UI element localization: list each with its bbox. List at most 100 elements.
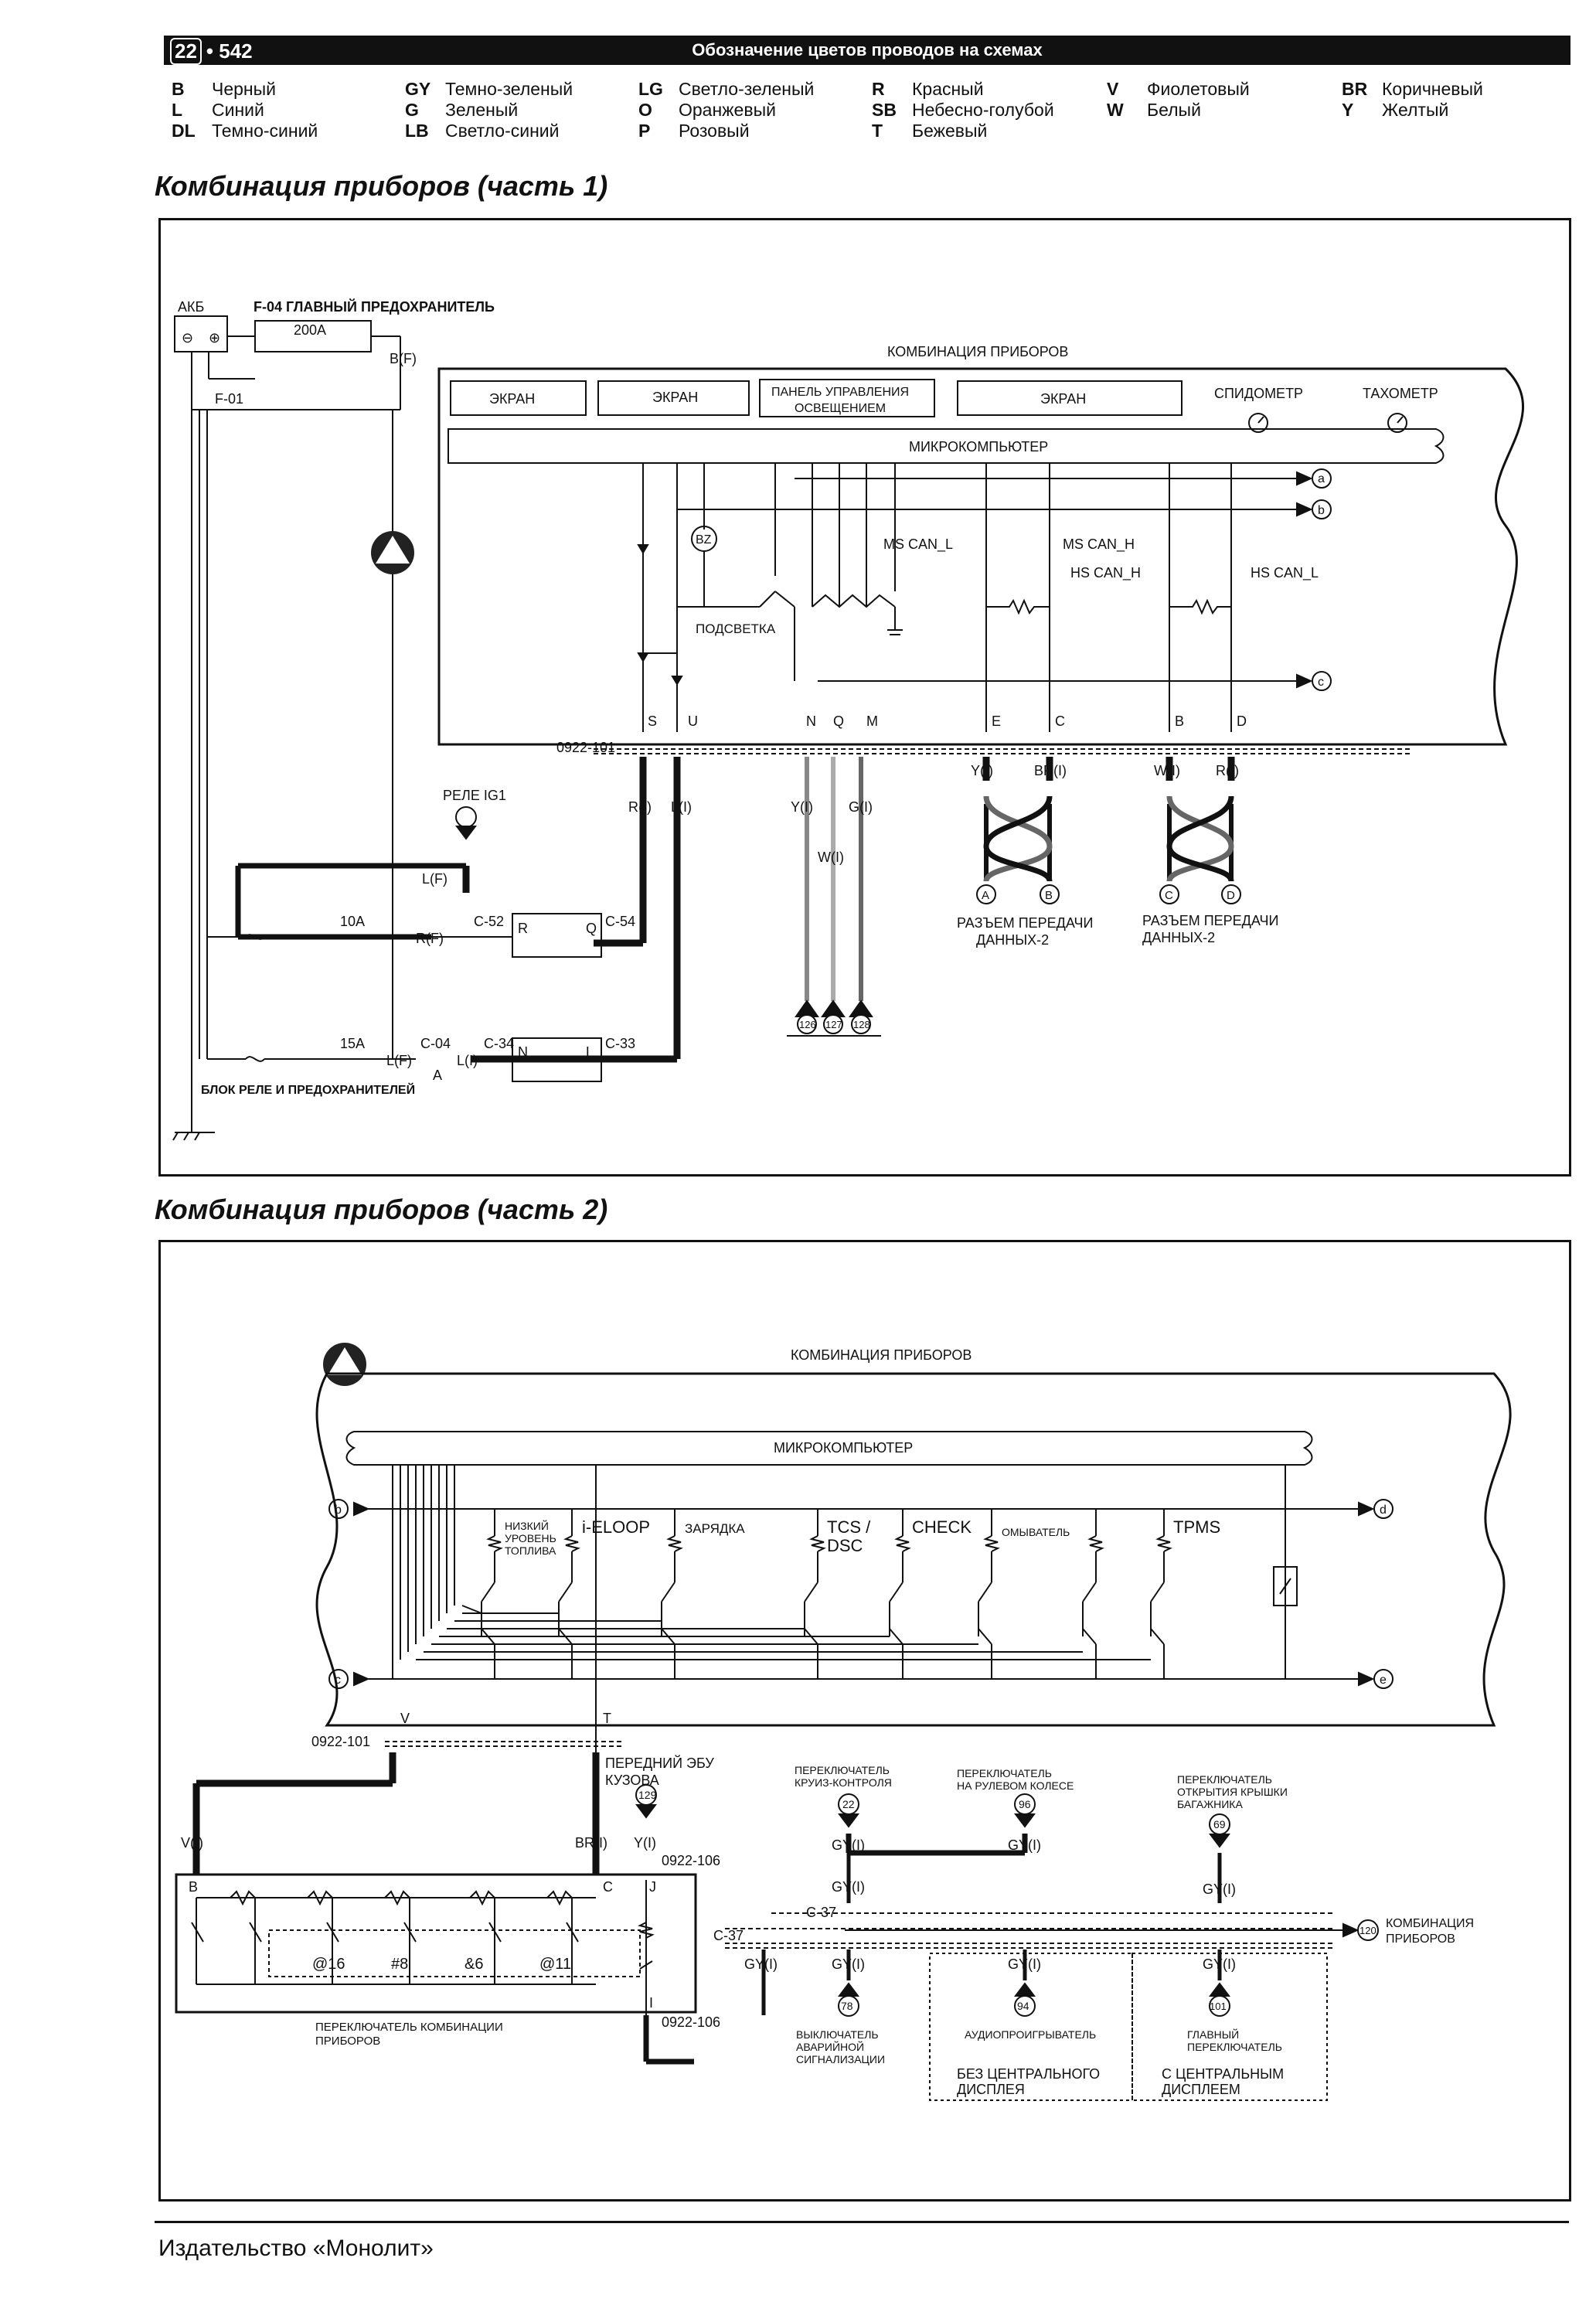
- screen-box-2: [597, 380, 750, 416]
- wire-w-i: W(I): [818, 850, 844, 865]
- switch-pin-c: C: [603, 1879, 613, 1895]
- wire-rf: R(F): [416, 931, 444, 946]
- trunk-num: 69: [1213, 1818, 1226, 1830]
- screen-box-1: [450, 380, 587, 416]
- c34-label: C-34: [484, 1036, 514, 1051]
- audio-label: АУДИОПРОИГРЫВАТЕЛЬ: [965, 2028, 1096, 2041]
- lamp-ieloop: i-ELOOP: [582, 1517, 650, 1537]
- data-conn-D-letter: D: [1227, 889, 1235, 902]
- no-display-label-2: ДИСПЛЕЯ: [957, 2082, 1025, 2097]
- lamp-tpms: TPMS: [1173, 1517, 1220, 1537]
- page-number-value: 542: [219, 39, 253, 63]
- node-126: 126: [799, 1019, 816, 1030]
- c52-label: C-52: [474, 914, 504, 929]
- front-ecu-label-1: ПЕРЕДНИЙ ЭБУ: [605, 1755, 714, 1771]
- relay1-q-pin: Q: [586, 921, 597, 936]
- screen-2-label: ЭКРАН: [652, 390, 698, 405]
- footer-divider: [155, 2221, 1569, 2223]
- link-c-2: c: [335, 1674, 341, 1687]
- data-connector-A: [976, 884, 996, 904]
- part2-diagram-frame: КОМБИНАЦИЯ ПРИБОРОВ МИКРОКОМПЬЮТЕР b c d…: [158, 1240, 1571, 2202]
- c37-left: C-37: [713, 1928, 744, 1943]
- wire-g-i: G(I): [849, 799, 873, 815]
- battery-plus: ⊕: [209, 330, 220, 346]
- pin-e: E: [992, 713, 1001, 729]
- link-c: c: [1318, 676, 1324, 689]
- pin-v: V: [400, 1711, 410, 1726]
- switch-pin-b: B: [189, 1879, 198, 1895]
- with-display-label-1: С ЦЕНТРАЛЬНЫМ: [1162, 2066, 1284, 2082]
- data-connector-D: [1221, 884, 1241, 904]
- part2-title: Комбинация приборов (часть 2): [155, 1194, 608, 1225]
- connector-0922-106-b: 0922-106: [662, 2014, 720, 2030]
- wire-br-i: BR(I): [575, 1835, 607, 1851]
- wire-b-w: W(I): [1154, 763, 1180, 778]
- pin-t: T: [603, 1711, 611, 1726]
- data-conn-B-letter: B: [1045, 889, 1053, 902]
- link-d: d: [1380, 1503, 1387, 1517]
- lamp-low-fuel-1: НИЗКИЙ: [505, 1519, 549, 1532]
- audio-num: 94: [1017, 2000, 1029, 2012]
- data-connector-label-1b: ДАННЫХ-2: [976, 932, 1049, 948]
- fuse-10a: 10A: [340, 914, 365, 929]
- c37-top: C-37: [806, 1905, 836, 1920]
- pin-d: D: [1237, 713, 1247, 729]
- wire-y-i: Y(I): [791, 799, 813, 815]
- hazard-label-2: АВАРИЙНОЙ: [796, 2040, 864, 2053]
- link-b: b: [1318, 504, 1325, 517]
- ms-can-l-label: MS CAN_L: [883, 536, 953, 553]
- wire-l-i: L(I): [671, 799, 692, 815]
- hazard-num: 78: [841, 2000, 853, 2012]
- lamp-tcs-1: TCS /: [827, 1517, 871, 1537]
- watermark-logo: [371, 531, 414, 574]
- node-128: 128: [853, 1019, 870, 1030]
- combo-switch-label-2: ПРИБОРОВ: [315, 2035, 380, 2048]
- lighting-panel-label-2: ОСВЕЩЕНИЕМ: [795, 402, 886, 415]
- wire-v-i: V(I): [181, 1835, 203, 1851]
- cluster-outline: [437, 367, 1524, 746]
- data-connector-label-1a: РАЗЪЕМ ПЕРЕДАЧИ: [957, 915, 1093, 931]
- cruise-label-2: КРУИЗ-КОНТРОЛЯ: [795, 1776, 892, 1789]
- cluster-out-label-1: КОМБИНАЦИЯ: [1386, 1917, 1474, 1930]
- wire-lf-top: L(F): [422, 871, 447, 887]
- cluster-out-label-2: ПРИБОРОВ: [1386, 1932, 1455, 1946]
- cluster-label-2: КОМБИНАЦИЯ ПРИБОРОВ: [791, 1347, 972, 1363]
- switch-16: @16: [312, 1956, 345, 1973]
- part1-title: Комбинация приборов (часть 1): [155, 170, 608, 202]
- switch-8: #8: [391, 1956, 408, 1973]
- lamp-charge: ЗАРЯДКА: [685, 1521, 745, 1536]
- pin-c: C: [1055, 713, 1065, 729]
- internal-switch: [1273, 1566, 1298, 1606]
- cluster-label: КОМБИНАЦИЯ ПРИБОРОВ: [887, 344, 1068, 359]
- relay-box-1: [512, 913, 602, 958]
- fuse-15a: 15A: [340, 1036, 365, 1051]
- wheel-label-2: НА РУЛЕВОМ КОЛЕСЕ: [957, 1779, 1074, 1792]
- relay1-r-pin: R: [518, 921, 528, 936]
- chapter-badge: 22: [170, 38, 202, 65]
- gy-left: GY(I): [744, 1956, 778, 1972]
- cluster-out-num: 120: [1359, 1925, 1377, 1936]
- hs-can-l-label: HS CAN_L: [1251, 565, 1319, 581]
- wire-c-br: BR(I): [1034, 763, 1067, 778]
- microcomputer-bar: [447, 428, 1445, 464]
- main-switch-num: 101: [1210, 2001, 1227, 2012]
- pin-m: M: [866, 713, 878, 729]
- wire-e-y: Y(I): [971, 763, 993, 778]
- screen-1-label: ЭКРАН: [489, 391, 535, 407]
- pin-n: N: [806, 713, 816, 729]
- part2-schematic: КОМБИНАЦИЯ ПРИБОРОВ МИКРОКОМПЬЮТЕР b c d…: [175, 1343, 1512, 2101]
- wheel-label-1: ПЕРЕКЛЮЧАТЕЛЬ: [957, 1767, 1052, 1779]
- watermark-logo-2: [323, 1343, 366, 1386]
- hs-can-h-label: HS CAN_H: [1070, 565, 1141, 581]
